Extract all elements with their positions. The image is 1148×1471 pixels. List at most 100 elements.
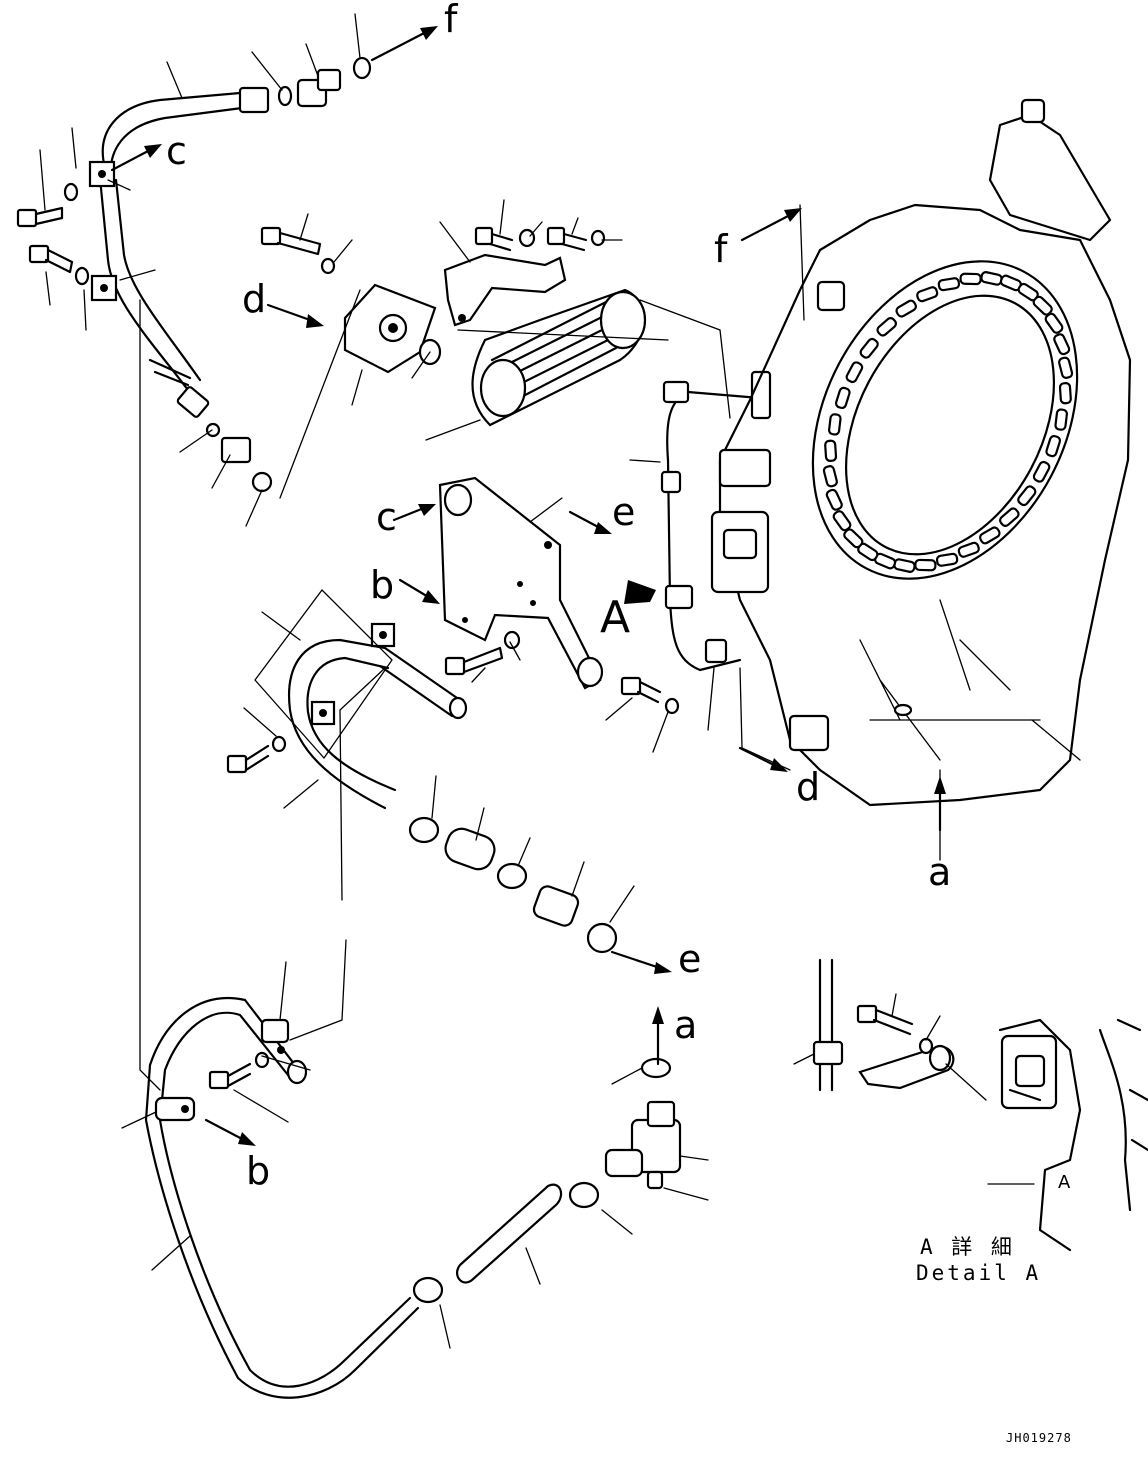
- elbow-fitting: [296, 68, 342, 108]
- gear-tooth: [980, 271, 1003, 286]
- harness-clip-1: [662, 380, 690, 404]
- adapter-fitting: [220, 436, 252, 464]
- middle-hose-assembly: [226, 589, 635, 954]
- gear-tooth: [914, 558, 937, 572]
- o-ring-small: [205, 422, 221, 438]
- gear-tooth: [895, 299, 917, 318]
- gear-teeth: [822, 271, 1074, 573]
- cooler-core: [471, 288, 647, 427]
- oil-cooler-assembly: [260, 199, 731, 499]
- gear-tooth: [1032, 460, 1051, 483]
- cooler-bracket: [443, 253, 567, 327]
- gear-tooth: [1058, 382, 1072, 405]
- gear-tooth: [935, 552, 959, 567]
- drawing-code: JH019278: [1006, 1431, 1072, 1445]
- bolt-5: [546, 226, 588, 252]
- short-hose: [444, 827, 496, 871]
- label-e-right: e: [678, 937, 701, 981]
- gear-tooth: [832, 510, 852, 532]
- gear-tooth: [843, 528, 864, 549]
- label-c-top: c: [166, 129, 187, 173]
- hose-clamp-4: [568, 1181, 600, 1209]
- label-b-bottom: b: [246, 1149, 270, 1193]
- clamp-upper: [88, 160, 116, 188]
- gear-tooth: [937, 277, 961, 292]
- o-ring-a: [640, 1057, 672, 1079]
- bolt-8: [226, 744, 270, 774]
- bolt-3: [260, 226, 322, 256]
- washer-2: [74, 266, 90, 286]
- label-view-A: A: [600, 592, 630, 643]
- o-ring-f: [352, 56, 372, 80]
- harness-clip-2: [660, 470, 682, 494]
- bolt-2: [28, 244, 74, 274]
- gear-tooth: [822, 465, 838, 488]
- label-d-right: d: [796, 765, 820, 809]
- ring-gear-outer: [811, 260, 1079, 580]
- gear-tooth: [825, 488, 843, 511]
- detail-marker-A: A: [1058, 1172, 1071, 1193]
- hose-clamp-1: [408, 816, 440, 844]
- sensor-harness: [624, 370, 791, 771]
- washer-6: [503, 630, 521, 650]
- gear-tooth: [827, 413, 842, 436]
- gear-tooth: [1045, 434, 1062, 458]
- gear-tooth: [1032, 295, 1053, 316]
- callout-arrows: [110, 26, 946, 1146]
- detail-a-view: [793, 958, 1148, 1252]
- connector-fitting: [532, 885, 580, 927]
- washer-5: [590, 229, 606, 247]
- elbow-fitting-lower: [604, 1100, 682, 1190]
- callout-labels: f c d c b e A f d a e a b A A 詳 細 Detail…: [166, 0, 1072, 1445]
- bolt-10: [856, 1004, 914, 1036]
- gear-tooth: [999, 507, 1020, 527]
- label-d-left: d: [242, 277, 266, 321]
- gear-tooth: [845, 361, 864, 384]
- bolt-4: [474, 226, 514, 252]
- o-ring-e: [586, 922, 618, 954]
- bolt-1: [16, 206, 64, 228]
- washer-9: [254, 1051, 270, 1069]
- gear-tooth: [1017, 485, 1037, 507]
- clamp-low-2: [260, 1018, 290, 1044]
- gear-tooth: [1054, 408, 1069, 431]
- valve-block: [343, 283, 437, 374]
- washer-7: [664, 697, 680, 715]
- ring-gear-inner: [844, 294, 1056, 556]
- gear-tooth: [957, 541, 980, 558]
- gear-tooth: [824, 439, 838, 462]
- label-e-mid: e: [612, 490, 635, 534]
- gear-tooth: [876, 317, 897, 337]
- label-b-left: b: [370, 563, 394, 607]
- harness-connector: [750, 370, 772, 420]
- gear-tooth: [979, 526, 1001, 545]
- gear-tooth: [859, 337, 879, 359]
- hose-end-fitting: [238, 86, 270, 114]
- washer-1: [63, 182, 79, 202]
- detail-title-jp: A 詳 細: [920, 1235, 1015, 1259]
- label-c-mid: c: [376, 495, 397, 539]
- gear-tooth: [959, 272, 982, 286]
- gear-tooth: [1058, 356, 1074, 379]
- mounting-plate: [438, 476, 604, 690]
- transmission-housing: [710, 98, 1132, 861]
- detail-clip: [812, 1040, 844, 1066]
- view-arrow-A: [624, 580, 656, 604]
- gear-tooth: [893, 558, 916, 573]
- washer-3: [320, 257, 336, 275]
- bolt-7: [620, 676, 662, 704]
- hose-clamp-2: [496, 862, 528, 890]
- label-a-bottom: a: [674, 1003, 697, 1047]
- clamp-low: [154, 1096, 196, 1122]
- washer-4: [518, 228, 536, 248]
- o-ring-d: [251, 471, 273, 493]
- gear-tooth: [1044, 312, 1064, 334]
- gear-tooth: [916, 286, 939, 303]
- upper-hose-assembly: [16, 13, 372, 527]
- detail-title-en: Detail A: [916, 1261, 1041, 1285]
- washer-10: [918, 1037, 934, 1055]
- bolt-6: [444, 646, 504, 676]
- bolt-9: [208, 1062, 252, 1090]
- hose-lower-fitting: [176, 386, 210, 418]
